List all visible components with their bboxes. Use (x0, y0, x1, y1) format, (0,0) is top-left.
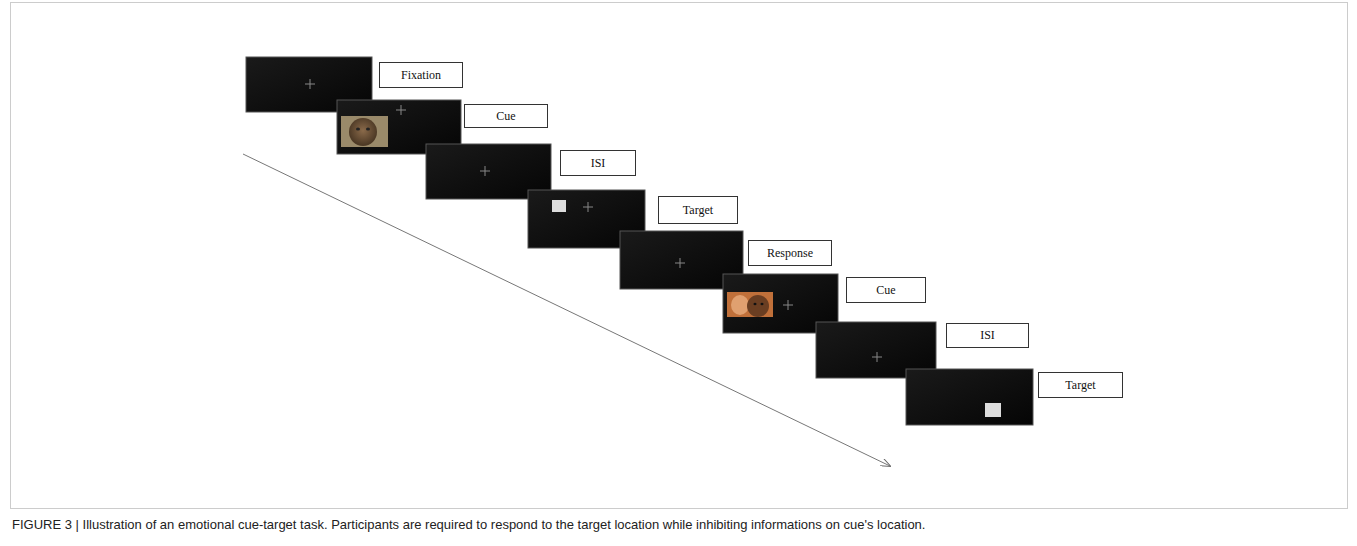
step-label: ISI (560, 150, 636, 176)
screen (906, 369, 1033, 425)
time-arrow (243, 154, 890, 466)
step-name: Response (767, 246, 813, 261)
step-name: Target (683, 203, 713, 218)
step-name: ISI (980, 328, 995, 343)
step-label: Cue (464, 104, 548, 128)
step-name: Fixation (401, 68, 441, 83)
step-label: Target (658, 196, 738, 224)
step-label: Target (1038, 372, 1123, 398)
step-label: ISI (946, 323, 1029, 348)
step-label: Cue (846, 277, 926, 303)
figure-caption: FIGURE 3 | Illustration of an emotional … (12, 516, 1347, 533)
step-name: Cue (496, 109, 515, 124)
step-name: ISI (591, 156, 606, 171)
step-label: Response (748, 240, 832, 266)
step-label: Fixation (379, 62, 463, 88)
figure-frame (11, 3, 1348, 509)
step-name: Target (1065, 378, 1095, 393)
step-name: Cue (876, 283, 895, 298)
